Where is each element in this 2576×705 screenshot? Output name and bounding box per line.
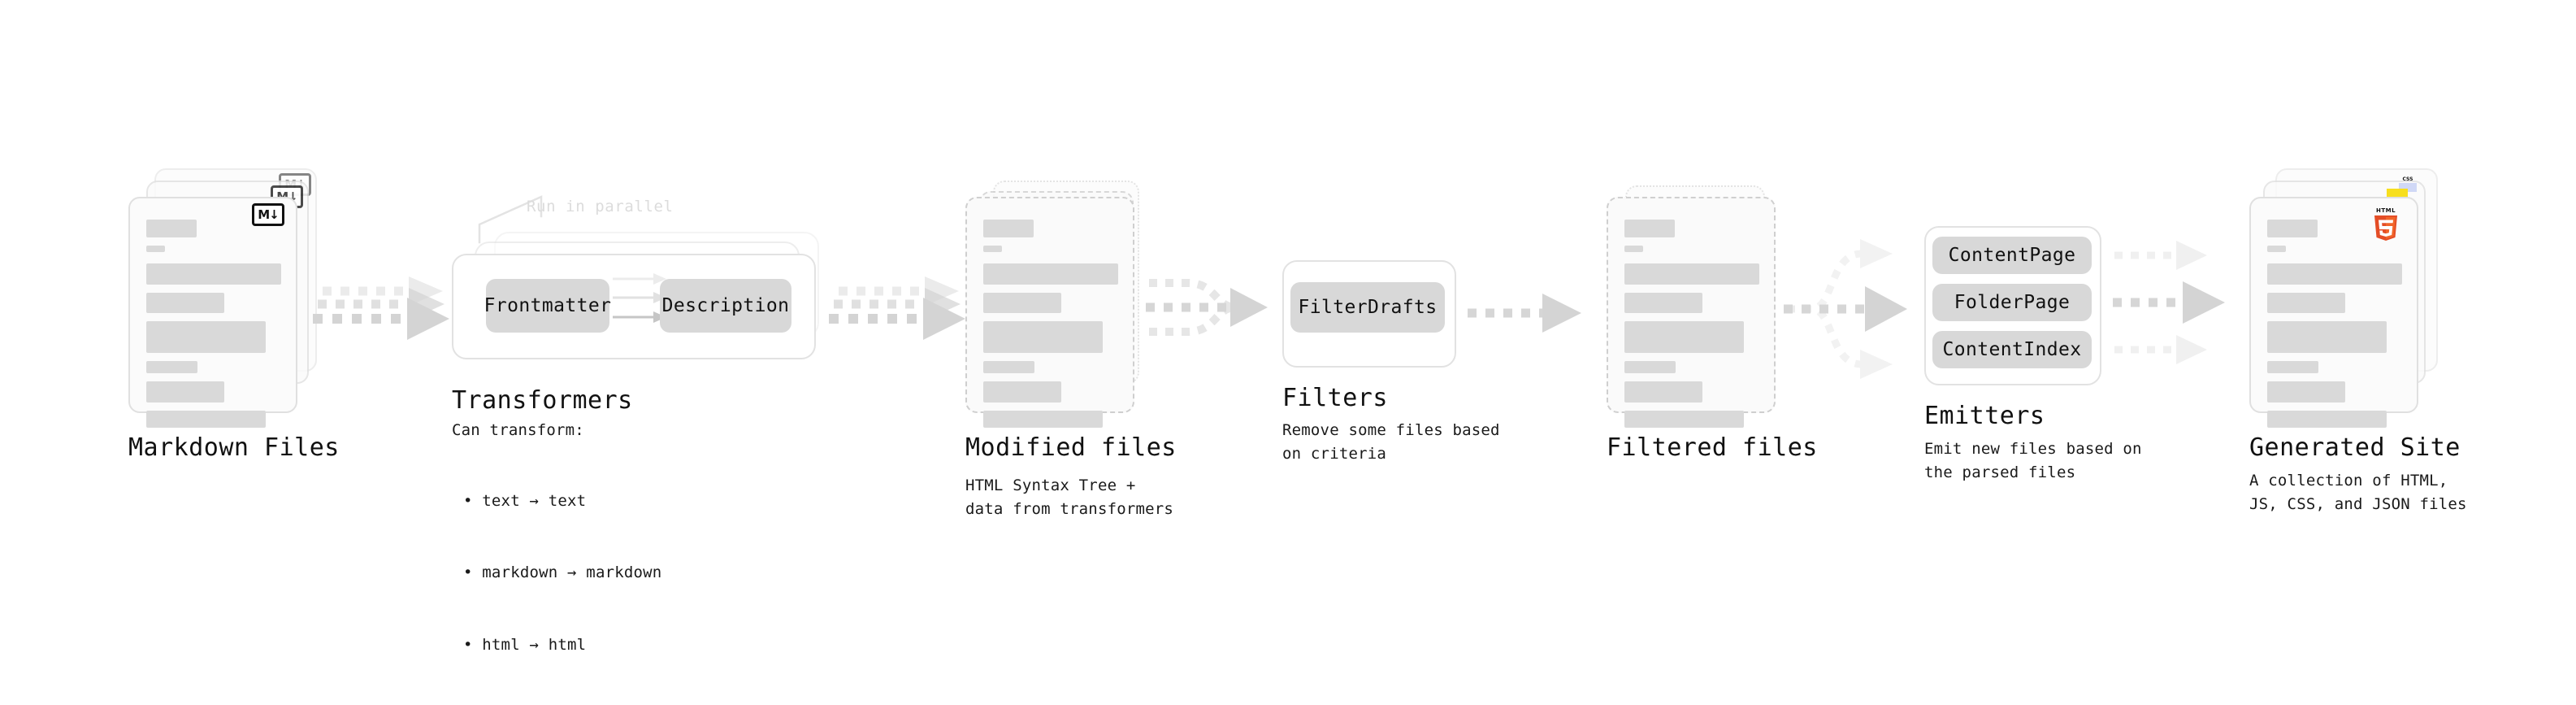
content-bar [146, 246, 165, 252]
content-bar [146, 293, 224, 313]
emitter-chip-folderpage[interactable]: FolderPage [1932, 284, 2092, 321]
html5-badge: HTML [2373, 208, 2399, 241]
list-item: • html → html [463, 635, 587, 654]
content-bar [1624, 361, 1676, 373]
content-bar [1624, 321, 1744, 353]
site-card-content [2251, 198, 2417, 428]
content-bar [2267, 263, 2402, 285]
markdown-card-front [128, 197, 297, 428]
filters-subtitle: Remove some files based on criteria [1282, 421, 1500, 463]
content-bar [1624, 411, 1744, 428]
content-bar [146, 361, 197, 373]
content-bar [2267, 293, 2345, 313]
content-bar [983, 361, 1034, 373]
modified-card-front [965, 197, 1134, 428]
content-bar [983, 381, 1061, 403]
content-bar [983, 293, 1061, 313]
content-bar [2267, 246, 2286, 252]
content-bar [146, 411, 266, 428]
markdown-badge: M↓ [252, 203, 284, 226]
content-bar [983, 246, 1002, 252]
transformers-subtitle: Can transform: [452, 421, 584, 439]
filter-chip-filterdrafts[interactable]: FilterDrafts [1290, 282, 1445, 333]
connector-markdown-to-transformers [313, 276, 449, 340]
connector-filtered-to-emitters [1784, 239, 1907, 379]
content-bar [1624, 293, 1702, 313]
transformers-bullet-list: • text → text • markdown → markdown • ht… [463, 442, 661, 705]
content-bar [146, 381, 224, 403]
connector-modified-to-filters [1146, 279, 1268, 336]
generated-site-subtitle: A collection of HTML, JS, CSS, and JSON … [2249, 472, 2467, 514]
stage-title-modified-files: Modified files [965, 433, 1177, 462]
content-bar [1624, 381, 1702, 403]
connector-filters-to-filtered [1468, 294, 1581, 333]
content-bar [146, 263, 281, 285]
content-bar [983, 321, 1103, 353]
content-bar [2267, 361, 2318, 373]
content-bar [2267, 381, 2345, 403]
stage-title-filters: Filters [1282, 384, 1388, 412]
run-in-parallel-label: Run in parallel [527, 198, 674, 215]
stage-title-markdown-files: Markdown Files [128, 433, 340, 462]
html5-shield-icon [2374, 215, 2397, 241]
modified-files-subtitle: HTML Syntax Tree + data from transformer… [965, 477, 1174, 519]
content-bar [146, 220, 197, 237]
list-item: • markdown → markdown [463, 564, 662, 582]
content-bar [146, 321, 266, 353]
content-bar [1624, 220, 1675, 237]
modified-card-content [967, 198, 1133, 428]
content-bar [2267, 411, 2387, 428]
emitters-subtitle: Emit new files based on the parsed files [1924, 440, 2142, 482]
stage-title-generated-site: Generated Site [2249, 433, 2461, 462]
content-bar [1624, 263, 1759, 285]
transformer-chip-description[interactable]: Description [660, 279, 791, 333]
filtered-card-front [1607, 197, 1776, 428]
content-bar [1624, 246, 1643, 252]
css-badge-label: CSS [2402, 176, 2413, 182]
list-item: • text → text [463, 491, 587, 510]
content-bar [2267, 321, 2387, 353]
emitter-chip-contentindex[interactable]: ContentIndex [1932, 331, 2092, 368]
connector-transformers-to-modified [829, 276, 965, 340]
stage-title-filtered-files: Filtered files [1607, 433, 1818, 462]
stage-title-emitters: Emitters [1924, 402, 2045, 430]
generated-site-card-stack: CSS HTML [0, 0, 2438, 428]
pipeline-diagram: M↓ M↓ M↓ Markdown Files [0, 0, 2467, 654]
emitter-chip-contentpage[interactable]: ContentPage [1932, 237, 2092, 274]
html5-badge-label: HTML [2375, 207, 2396, 214]
content-bar [983, 263, 1118, 285]
stage-title-transformers: Transformers [452, 386, 633, 415]
content-bar [983, 220, 1034, 237]
filtered-card-content [1608, 198, 1774, 428]
run-in-parallel-leader-line [478, 195, 543, 244]
content-bar [2267, 220, 2318, 237]
connector-emitters-to-site [2113, 241, 2225, 364]
content-bar [983, 411, 1103, 428]
markdown-card-content [130, 198, 296, 428]
transformer-chip-frontmatter[interactable]: Frontmatter [484, 279, 611, 333]
